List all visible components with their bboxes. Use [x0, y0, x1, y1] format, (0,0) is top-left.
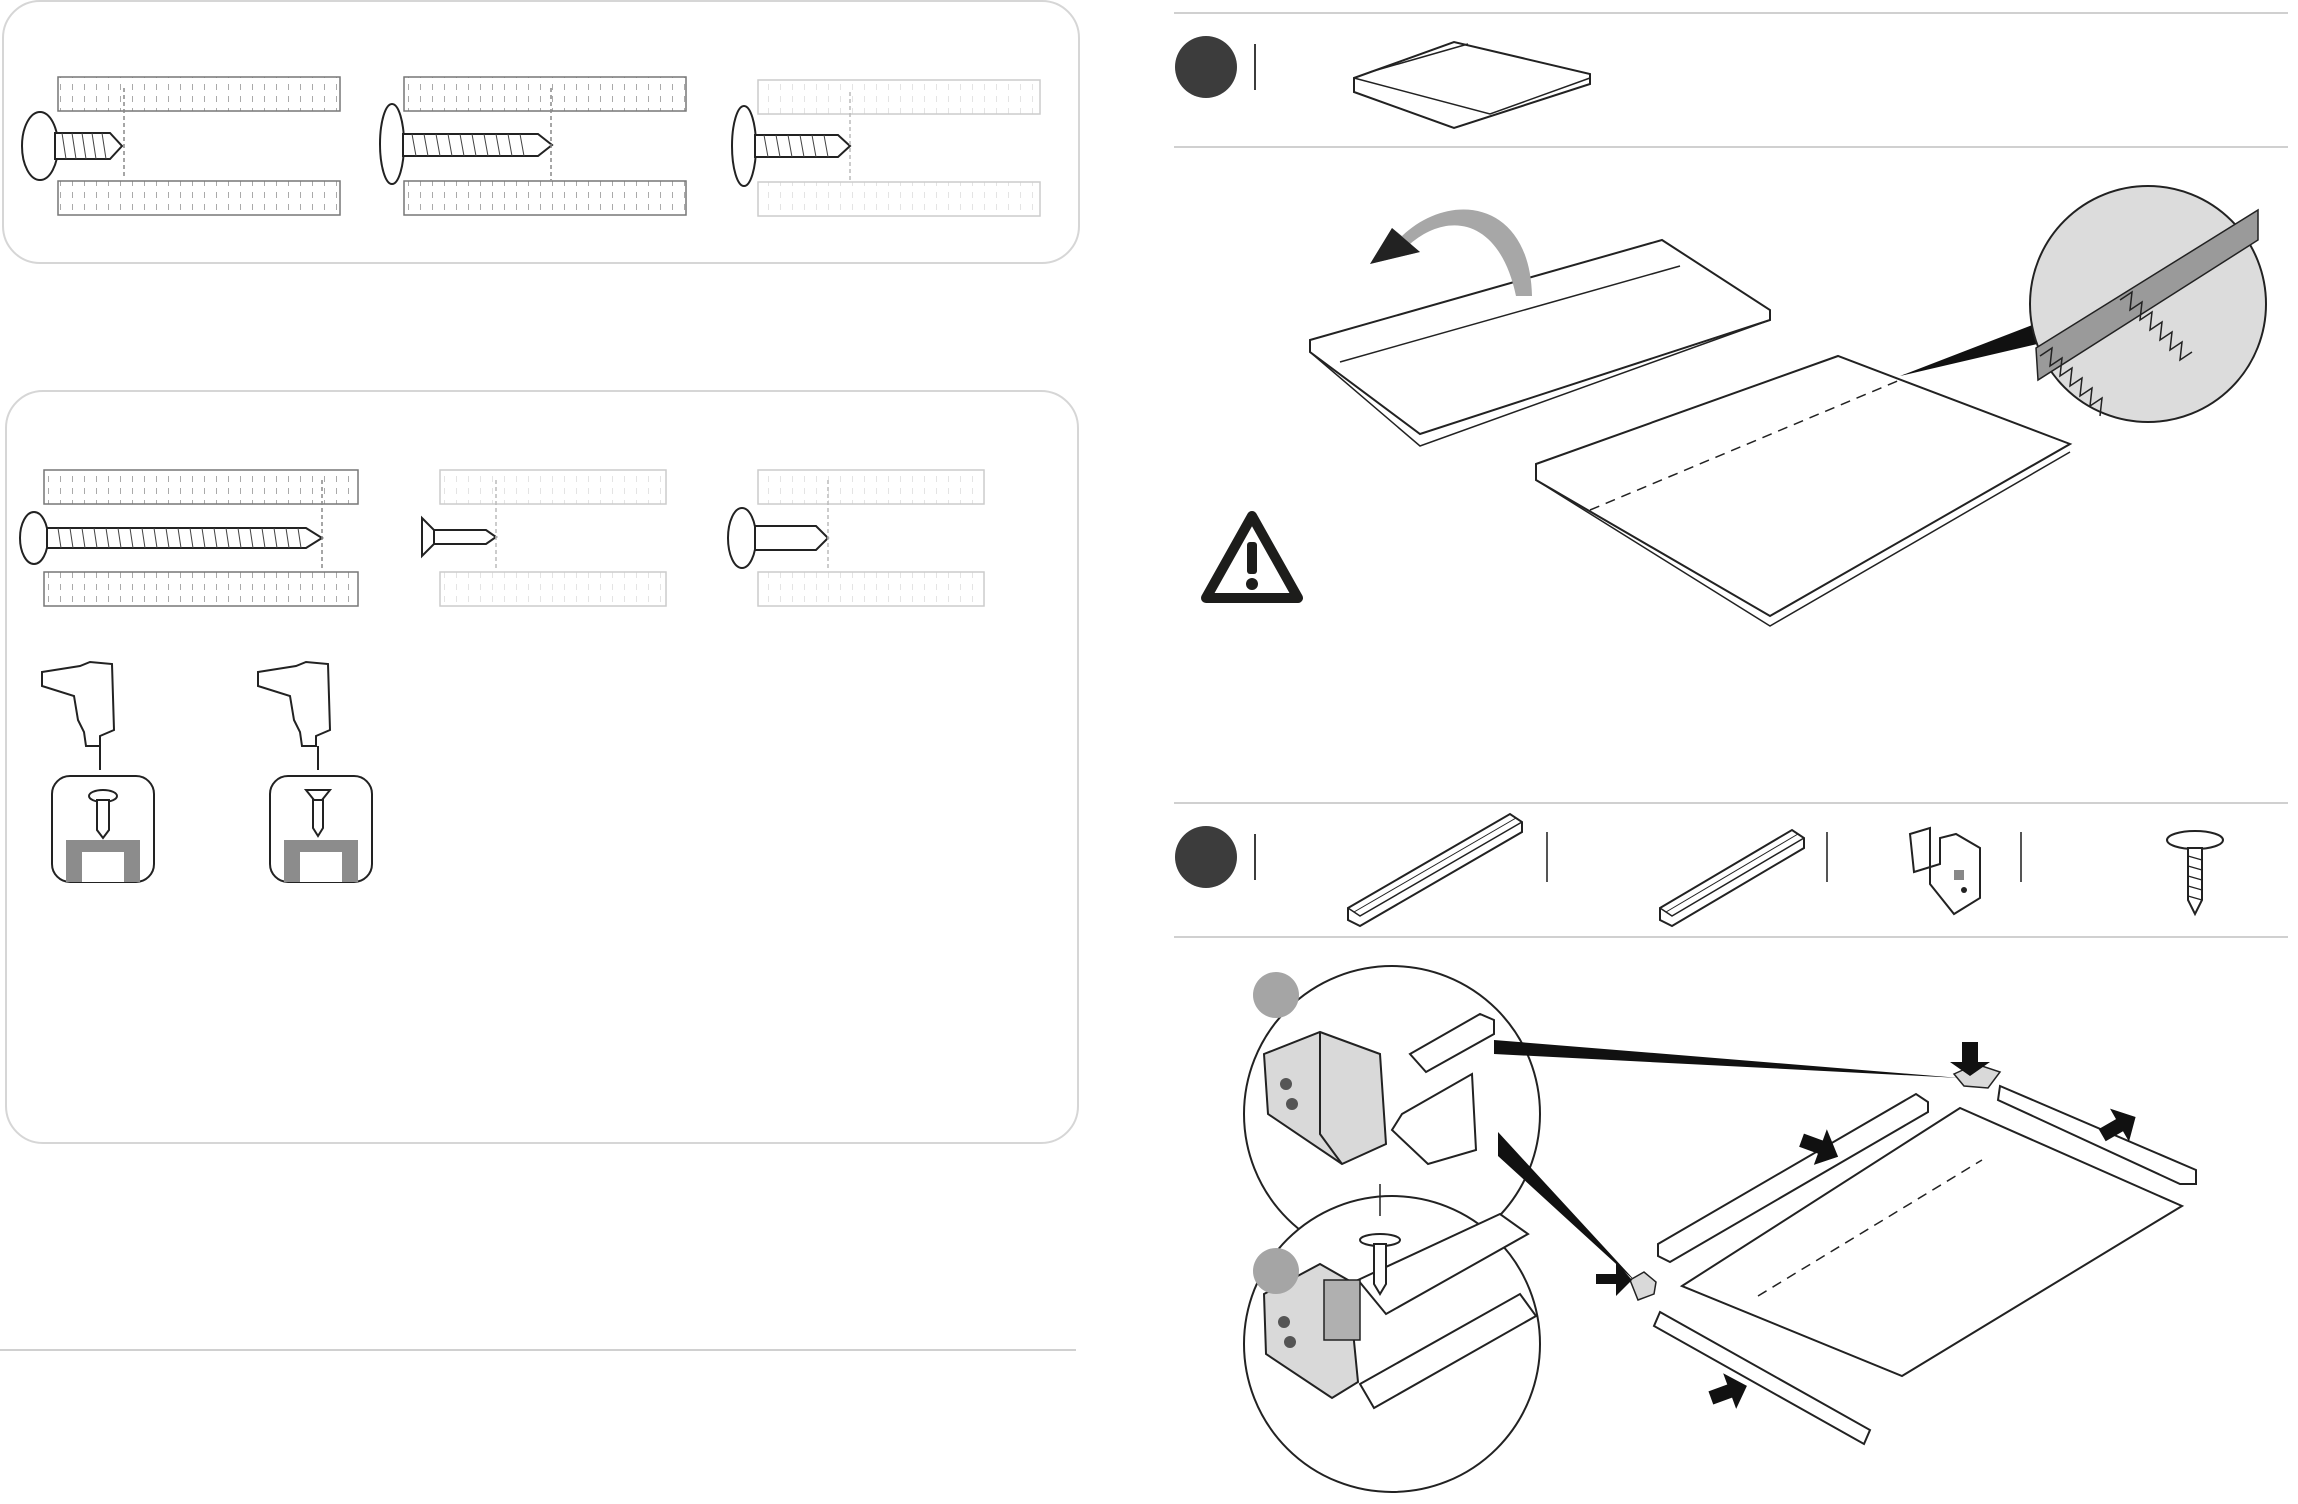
step-1-top-rule	[1174, 12, 2288, 14]
pan-head-tapping-screw	[732, 80, 1040, 216]
step-1-number-badge	[1175, 36, 1237, 98]
pan-head-short-screw	[22, 77, 340, 215]
step-2-number-badge	[1175, 826, 1237, 888]
screw-reference-illustrations-bottom	[0, 440, 1080, 960]
detail-a-badge	[1253, 972, 1299, 1018]
pan-head-long-screw	[380, 77, 686, 215]
step-2-divider	[1254, 834, 1256, 880]
countersunk-screw	[422, 470, 666, 606]
parts-separator-1	[1546, 832, 1548, 882]
drill-countersunk-guide	[258, 662, 372, 882]
short-rail-profile-part	[1652, 824, 1812, 934]
pan-head-screw	[728, 470, 984, 606]
corrugation-detail-magnifier	[2026, 170, 2266, 440]
step-1-parts-board-icon	[1350, 38, 1610, 138]
detail-b-badge	[1253, 1248, 1299, 1294]
step-1-divider	[1254, 44, 1256, 90]
long-rail-profile-part	[1340, 808, 1530, 928]
drill-pan-head-guide	[42, 662, 154, 882]
parts-separator-2	[1826, 832, 1828, 882]
left-page-footer-rule	[0, 1349, 1076, 1351]
screw-reference-illustrations-top	[0, 0, 1080, 264]
flange-head-screw-part	[2160, 826, 2230, 926]
step-2-parts-rule	[1174, 936, 2288, 938]
frame-assembly-illustration	[1240, 944, 2260, 1504]
parts-separator-3	[2020, 832, 2022, 882]
long-pan-head-screw	[20, 470, 358, 606]
step-1-parts-rule	[1174, 146, 2288, 148]
step-2-top-rule	[1174, 802, 2288, 804]
warning-triangle-icon	[1202, 512, 1302, 604]
corner-bracket-part	[1900, 824, 1990, 924]
